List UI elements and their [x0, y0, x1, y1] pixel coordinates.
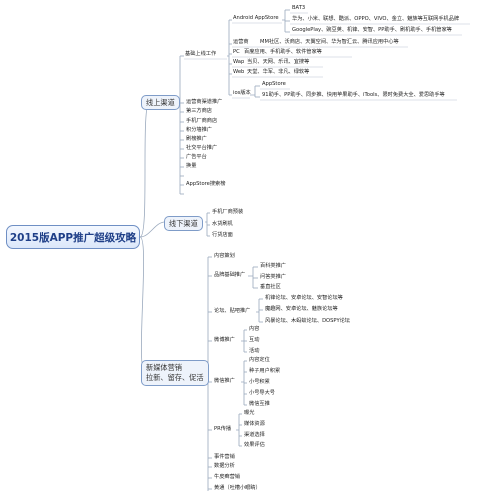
node-brand[interactable]: 品牌基础推广	[214, 272, 246, 278]
node-brand-item[interactable]: 百科类推广	[260, 263, 286, 269]
branch-online[interactable]: 线上渠道	[141, 95, 180, 110]
node-content-plan[interactable]: 内容策划	[214, 253, 235, 259]
node-ios-appstore[interactable]: AppStore	[262, 81, 286, 87]
branch-newmedia-subtitle: 拉新、留存、促活	[146, 373, 204, 382]
node-forum-item[interactable]: 机锋论坛、安卓论坛、安智论坛等	[265, 295, 343, 301]
node-online-item[interactable]: 积分墙推广	[186, 127, 212, 133]
node-ios[interactable]: ios版本	[233, 90, 251, 96]
node-android-appstore[interactable]: Android AppStore	[233, 15, 279, 21]
node-pr-item[interactable]: 效果评估	[244, 442, 265, 448]
node-offline-item[interactable]: 行货店面	[212, 232, 233, 238]
node-vendors[interactable]: 华为、小米、联想、酷派、OPPO、VIVO、金立、魅族等互联网手机品牌	[292, 16, 460, 22]
node-pc-detail[interactable]: 百度应用、手机助手、软件管家等	[244, 49, 322, 55]
node-forum-item[interactable]: 风暴论坛、木蚂蚁论坛、DOSPY论坛	[265, 318, 350, 324]
node-pc[interactable]: PC	[233, 49, 240, 55]
node-weibo-item[interactable]: 活动	[249, 348, 260, 354]
node-tail-item[interactable]: 黄通（吐槽小眼睛）	[214, 485, 261, 491]
node-weixin-item[interactable]: 小号导大号	[249, 390, 275, 396]
node-online-item[interactable]: 换量	[186, 163, 197, 169]
node-pr-item[interactable]: 曝光	[244, 410, 255, 416]
node-bat3[interactable]: BAT3	[292, 5, 306, 11]
node-preinstall[interactable]: 基础上线工作	[185, 51, 217, 57]
node-online-item[interactable]: 第三方商店	[186, 108, 212, 114]
node-tail-item[interactable]: 事件营销	[214, 454, 235, 460]
node-operators[interactable]: 运营商	[233, 39, 249, 45]
node-web-detail[interactable]: 天堂、华军、非凡、绿软等	[247, 69, 310, 75]
node-tail-item[interactable]: 牛皮癣营销	[214, 474, 240, 480]
branch-newmedia[interactable]: 新媒体营销 拉新、留存、促活	[141, 360, 209, 386]
node-googleplay[interactable]: GooglePlay、豌豆荚、机锋、安智、PP助手、刷机助手、手机管家等	[292, 27, 452, 33]
branch-newmedia-title: 新媒体营销	[146, 363, 182, 372]
node-operators-detail[interactable]: MM社区、沃商店、天翼空间、华为智汇云、腾讯应用中心等	[260, 39, 399, 45]
node-wap-detail[interactable]: 当贝、天网、乐讯、宜搜等	[247, 59, 310, 65]
node-weibo[interactable]: 微博推广	[214, 337, 235, 343]
node-online-item[interactable]: 手机厂商商店	[186, 118, 218, 124]
node-online-item[interactable]: AppStore搜索榜	[186, 181, 226, 187]
node-pr-item[interactable]: 渠道选择	[244, 432, 265, 438]
node-online-item[interactable]: 刷榜推广	[186, 136, 207, 142]
node-forum[interactable]: 论坛、贴吧推广	[214, 308, 251, 314]
node-online-item[interactable]: 运营商渠道推广	[186, 99, 223, 105]
node-wap[interactable]: Wap	[233, 59, 245, 65]
node-weixin-item[interactable]: 小号积累	[249, 379, 270, 385]
branch-offline[interactable]: 线下渠道	[164, 216, 203, 231]
node-online-item[interactable]: 广告平台	[186, 154, 207, 160]
node-forum-item[interactable]: 魔趣网、安卓论坛、魅族论坛等	[265, 306, 338, 312]
node-weixin[interactable]: 微信推广	[214, 378, 235, 384]
node-weibo-item[interactable]: 互动	[249, 337, 260, 343]
node-pr[interactable]: PR传播	[214, 426, 232, 432]
node-web[interactable]: Web	[233, 69, 245, 75]
node-brand-item[interactable]: 垂直社区	[260, 284, 281, 290]
node-offline-item[interactable]: 水货刷机	[212, 221, 233, 227]
node-offline-item[interactable]: 手机厂商预装	[212, 209, 244, 215]
node-online-item[interactable]: 社交平台推广	[186, 145, 218, 151]
node-weixin-item[interactable]: 内容定位	[249, 357, 270, 363]
node-weibo-item[interactable]: 内容	[249, 326, 260, 332]
root-topic[interactable]: 2015版APP推广超级攻略	[6, 225, 140, 249]
node-weixin-item[interactable]: 种子用户积累	[249, 368, 281, 374]
node-weixin-item[interactable]: 微信互推	[249, 401, 270, 407]
node-pr-item[interactable]: 媒体资源	[244, 421, 265, 427]
node-tail-item[interactable]: 数据分析	[214, 463, 235, 469]
node-ios-detail[interactable]: 91助手、PP助手、同步推、快用苹果助手、iTools、限时免费大全、爱思助手等	[262, 92, 445, 98]
node-brand-item[interactable]: 问答类推广	[260, 274, 286, 280]
